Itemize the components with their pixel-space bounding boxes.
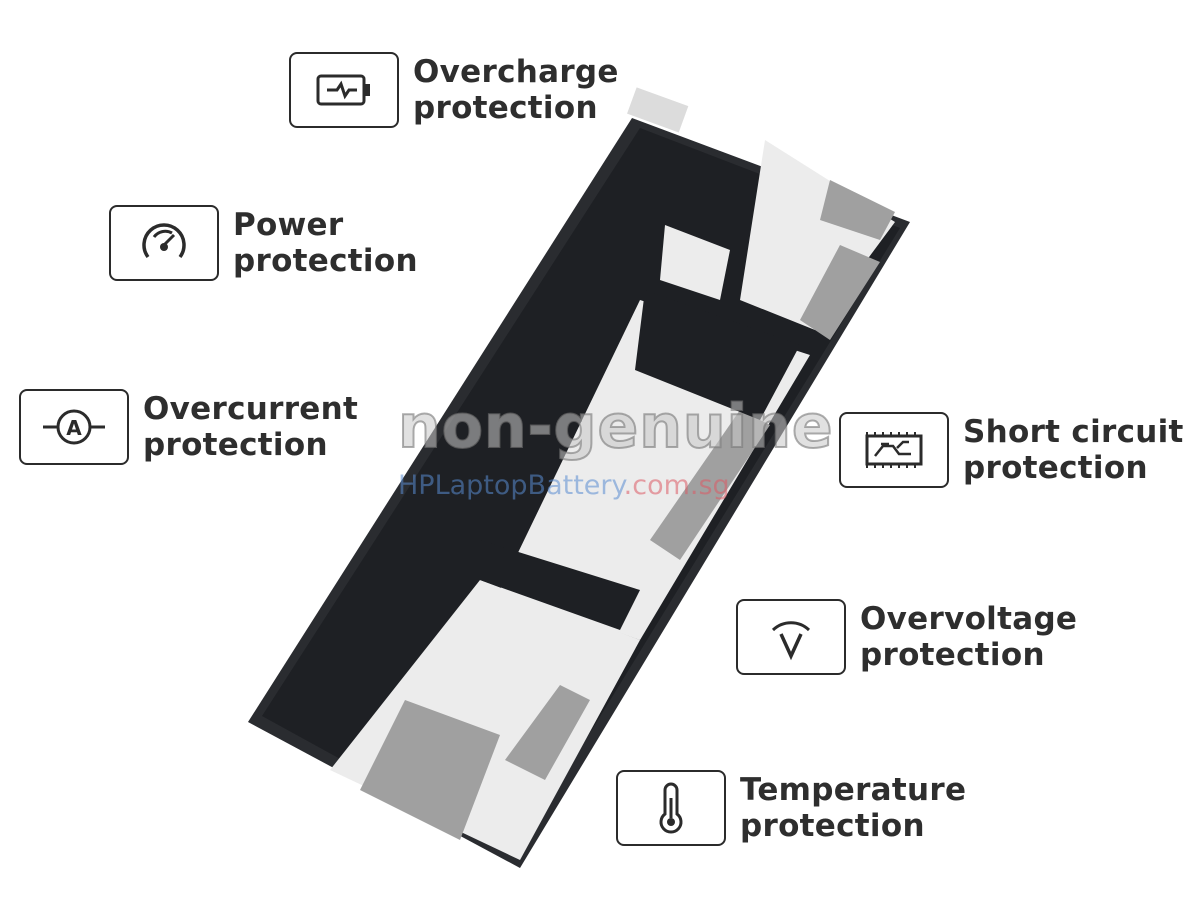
feature-title: Overcurrent [143,391,359,427]
feature-subtitle: protection [740,808,925,844]
feature-title: Temperature [740,772,967,808]
thermometer-icon [616,770,726,846]
watermark-text: non-genuine [397,391,834,463]
feature-subtitle: protection [963,450,1148,486]
feature-title: Short circuit [963,414,1184,450]
feature-title: Power [233,207,344,243]
feature-subtitle: protection [233,243,418,279]
svg-text:A: A [66,416,82,440]
voltage-icon [736,599,846,675]
circuit-board-icon [839,412,949,488]
feature-subtitle: protection [860,637,1045,673]
battery-body [248,87,910,868]
ammeter-icon: A [19,389,129,465]
feature-subtitle: protection [143,427,328,463]
gauge-icon [109,205,219,281]
battery-charge-icon [289,52,399,128]
feature-title: Overvoltage [860,601,1078,637]
feature-title: Overcharge [413,54,619,90]
feature-subtitle: protection [413,90,598,126]
watermark-site: HPLaptopBattery.com.sg [398,470,730,501]
